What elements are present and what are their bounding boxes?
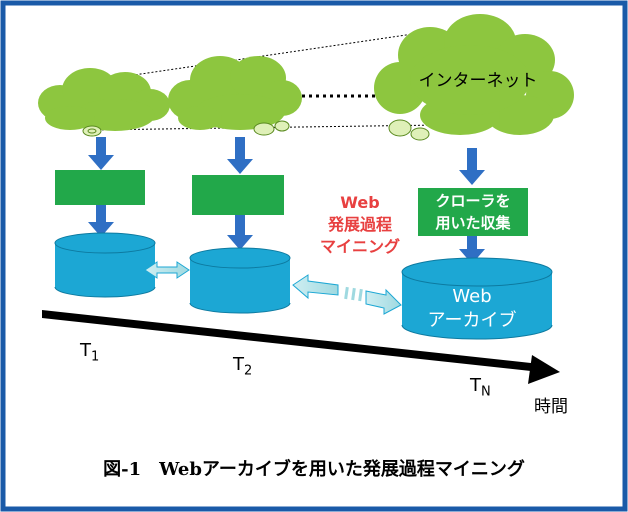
- dotted-line-top: [99, 29, 441, 81]
- time-label-tn: TN: [470, 375, 491, 400]
- timeline-arrow: [42, 310, 560, 384]
- archive-cylinder-2: [189, 247, 291, 314]
- time-axis-label: 時間: [534, 397, 568, 417]
- cloud-2-swirl: [253, 120, 290, 136]
- cloud-internet-swirl: [388, 119, 430, 141]
- time-label-t2: T2: [233, 354, 252, 379]
- mining-label: Web 発展過程 マイニング: [300, 192, 420, 258]
- crawler-label-line2: 用いた収集: [435, 214, 511, 232]
- mining-label-line3: マイニング: [319, 237, 400, 256]
- mining-label-line1: Web: [340, 193, 380, 212]
- archive-cylinder-1: [54, 232, 156, 298]
- cloud-internet: [374, 14, 574, 135]
- cloud-1-swirl: [82, 125, 102, 137]
- archive-cylinder-n: [401, 257, 553, 340]
- t2-subscript: 2: [244, 363, 253, 379]
- internet-label: インターネット: [418, 71, 538, 91]
- double-arrow-1-2: [144, 261, 190, 279]
- t2-letter: T: [233, 354, 244, 375]
- mining-label-line2: 発展過程: [327, 215, 392, 234]
- tn-subscript: N: [481, 384, 491, 400]
- t1-subscript: 1: [91, 349, 100, 365]
- archive-label-line2: アーカイブ: [427, 310, 517, 331]
- time-label-t1: T1: [80, 340, 99, 365]
- collect-box-1: [55, 170, 145, 205]
- tn-letter: T: [470, 375, 481, 396]
- down-arrows: [88, 137, 485, 264]
- figure-caption: 図-1 Webアーカイブを用いた発展過程マイニング: [103, 459, 525, 480]
- collect-box-n: [418, 188, 528, 236]
- collect-box-2: [192, 175, 284, 215]
- archive-label-line1: Web: [452, 286, 492, 307]
- t1-letter: T: [80, 340, 91, 361]
- crawler-label-line1: クローラを: [435, 192, 511, 210]
- archive-label: Web アーカイブ: [392, 285, 552, 333]
- double-arrow-2-n: [292, 274, 402, 315]
- crawler-label: クローラを 用いた収集: [418, 190, 528, 236]
- cloud-1: [38, 68, 170, 131]
- cloud-2: [168, 56, 302, 130]
